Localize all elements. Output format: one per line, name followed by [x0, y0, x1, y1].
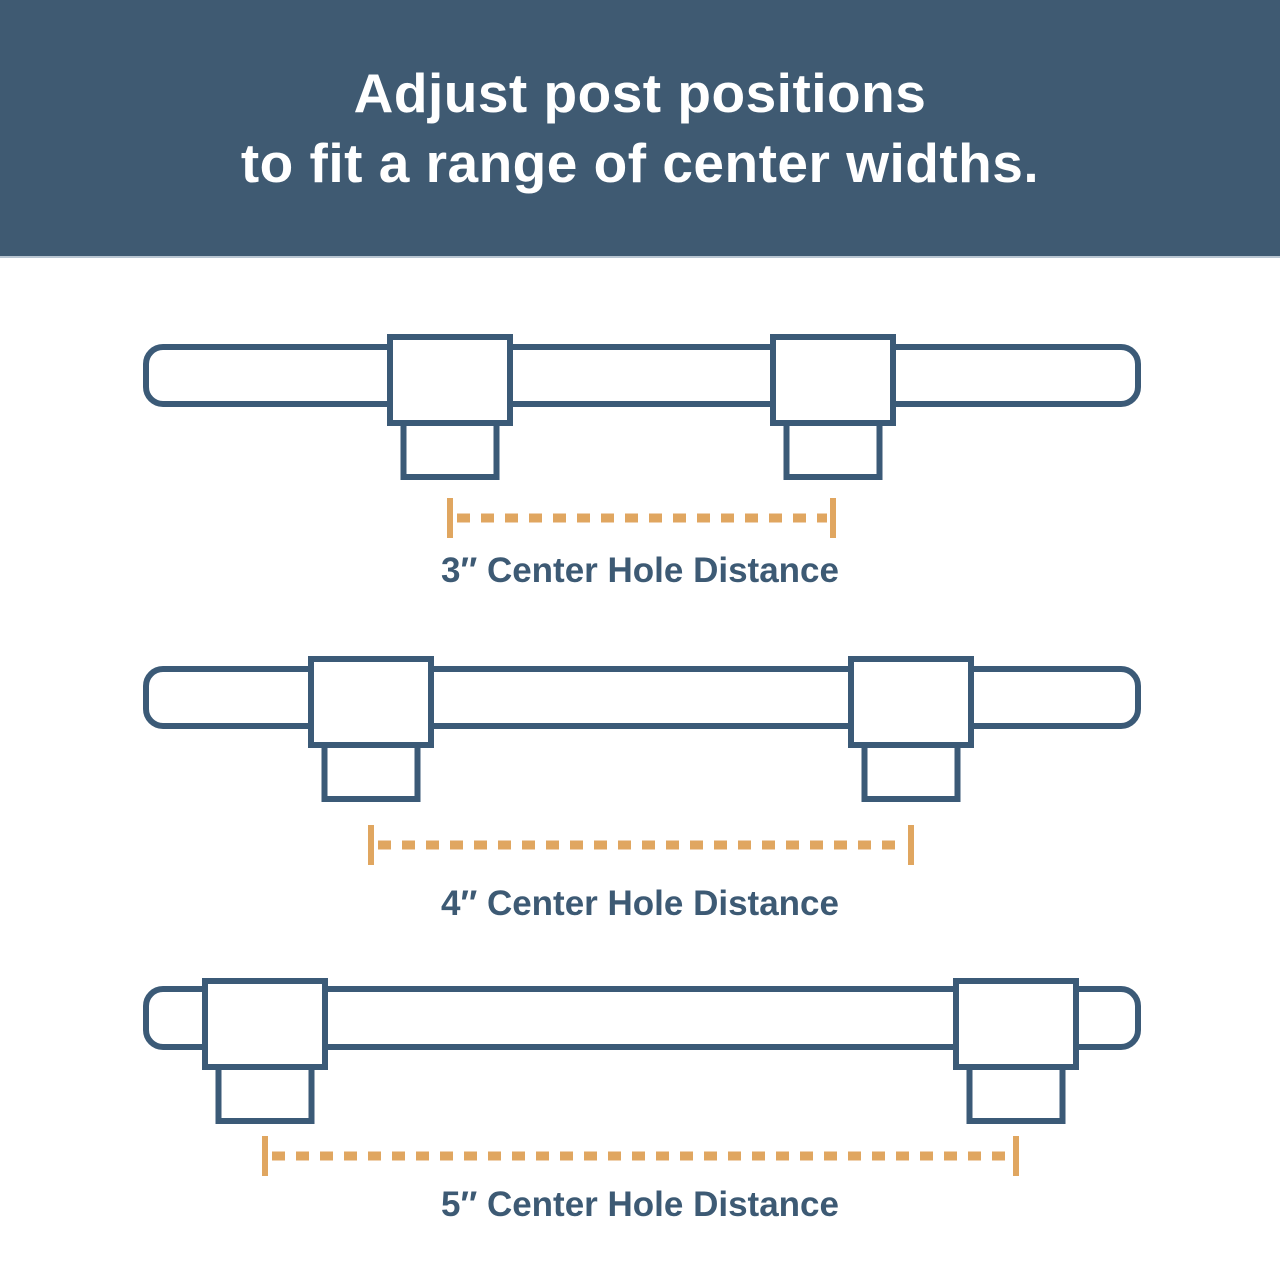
diagram-5-inch: 5″ Center Hole Distance: [143, 978, 1141, 1224]
left-post: [387, 334, 513, 426]
right-post-stem: [966, 1067, 1066, 1124]
measure-label-5in: 5″ Center Hole Distance: [441, 1185, 839, 1224]
left-post-stem: [321, 745, 421, 802]
handle-bar: [143, 986, 1141, 1050]
right-post-stem: [861, 745, 961, 802]
measure-label-4in: 4″ Center Hole Distance: [441, 884, 839, 923]
left-post-stem: [215, 1067, 315, 1124]
left-post: [308, 656, 434, 748]
left-post: [202, 978, 328, 1070]
right-post: [770, 334, 896, 426]
diagram-3-inch: 3″ Center Hole Distance: [143, 334, 1141, 590]
right-post: [848, 656, 974, 748]
title-line-1: Adjust post positions: [353, 62, 927, 124]
right-post-stem: [783, 423, 883, 480]
handle-bar: [143, 666, 1141, 729]
handle-bar: [143, 344, 1141, 407]
title-line-2: to fit a range of center widths.: [240, 132, 1040, 194]
right-post: [953, 978, 1079, 1070]
diagram-4-inch: 4″ Center Hole Distance: [143, 656, 1141, 923]
header-banner: Adjust post positions to fit a range of …: [0, 0, 1280, 258]
measure-label-3in: 3″ Center Hole Distance: [441, 551, 839, 590]
left-post-stem: [400, 423, 500, 480]
